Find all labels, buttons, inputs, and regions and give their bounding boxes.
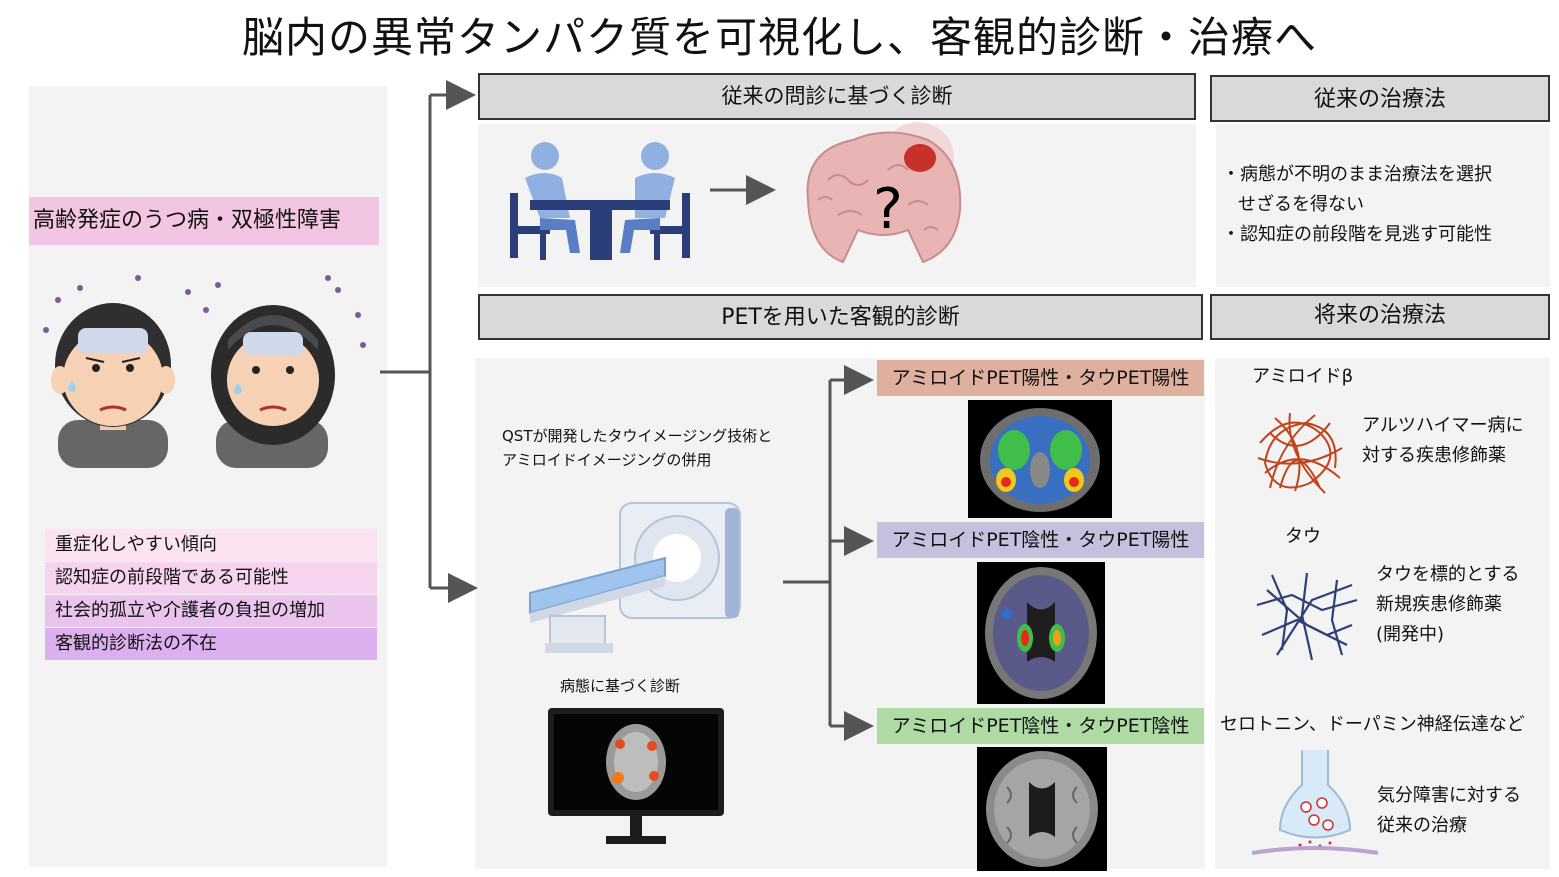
result-label-amyloid-pos-tau-pos: アミロイドPET陽性・タウPET陽性: [877, 360, 1204, 396]
monitor-brain-scan-illustration: [548, 708, 724, 844]
amyloid-drug-text: アルツハイマー病に 対する疾患修飾薬: [1362, 411, 1523, 471]
pet-scan-negative-positive: [977, 562, 1105, 704]
tau-label: タウ: [1285, 526, 1321, 547]
synapse-icon: [1251, 750, 1379, 855]
result-label-amyloid-neg-tau-pos: アミロイドPET陰性・タウPET陽性: [877, 522, 1204, 558]
treatment-bullet-cont: せざるを得ない: [1238, 194, 1364, 215]
page-title: 脳内の異常タンパク質を可視化し、客観的診断・治療へ: [241, 13, 1317, 62]
future-treatment-header: 将来の治療法: [1210, 294, 1550, 340]
brain-question-illustration: ?: [806, 122, 962, 264]
tau-drug-text: タウを標的とする 新規疾患修飾薬 (開発中): [1376, 560, 1519, 650]
pet-scanner-illustration: [529, 502, 741, 653]
pathology-diagnosis-label: 病態に基づく診断: [560, 677, 681, 695]
technique-line: アミロイドイメージングの併用: [502, 451, 712, 469]
conventional-treatment-bullets: ・病態が不明のまま治療法を選択 せざるを得ない ・認知症の前段階を見逃す可能性: [1222, 160, 1547, 250]
conventional-treatment-header: 従来の治療法: [1210, 75, 1550, 122]
technique-line: QSTが開発したタウイメージング技術と: [502, 427, 773, 445]
amyloid-drug-line: 対する疾患修飾薬: [1362, 445, 1506, 466]
tau-drug-line: 新規疾患修飾薬: [1376, 594, 1502, 615]
pet-scan-positive-positive: [968, 400, 1112, 518]
pet-diagnosis-header: PETを用いた客観的診断: [478, 294, 1203, 340]
neuro-drug-line: 気分障害に対する: [1377, 785, 1521, 806]
condition-label: 高齢発症のうつ病・双極性障害: [29, 197, 379, 245]
neuro-drug-text: 気分障害に対する 従来の治療: [1377, 781, 1521, 841]
feature-item: 社会的孤立や介護者の負担の増加: [45, 595, 377, 627]
treatment-bullet: ・病態が不明のまま治療法を選択: [1222, 164, 1492, 185]
feature-item: 重症化しやすい傾向: [45, 529, 377, 561]
amyloid-beta-label: アミロイドβ: [1252, 366, 1354, 387]
neurotransmission-label: セロトニン、ドーパミン神経伝達など: [1220, 714, 1525, 735]
pet-scan-negative-negative: [977, 747, 1107, 871]
result-label-amyloid-neg-tau-neg: アミロイドPET陰性・タウPET陰性: [877, 708, 1204, 744]
question-mark: ?: [873, 177, 903, 242]
conventional-treatment-panel: [1216, 124, 1550, 287]
amyloid-drug-line: アルツハイマー病に: [1362, 415, 1524, 436]
tau-tangle-icon: [1256, 572, 1358, 661]
treatment-bullet: ・認知症の前段階を見逃す可能性: [1222, 224, 1492, 245]
neuro-drug-line: 従来の治療: [1377, 815, 1467, 836]
tau-drug-line: タウを標的とする: [1376, 564, 1520, 585]
feature-list: 重症化しやすい傾向 認知症の前段階である可能性 社会的孤立や介護者の負担の増加 …: [45, 529, 377, 660]
worried-elderly-couple-illustration: [43, 275, 366, 468]
conventional-diagnosis-header: 従来の問診に基づく診断: [478, 73, 1196, 120]
feature-item: 客観的診断法の不在: [45, 628, 377, 660]
feature-item: 認知症の前段階である可能性: [45, 562, 377, 594]
doctor-patient-consultation-illustration: [510, 142, 690, 260]
pet-technique-text: QSTが開発したタウイメージング技術と アミロイドイメージングの併用: [502, 424, 802, 472]
amyloid-fibril-icon: [1257, 412, 1343, 494]
tau-drug-line: (開発中): [1376, 624, 1445, 645]
